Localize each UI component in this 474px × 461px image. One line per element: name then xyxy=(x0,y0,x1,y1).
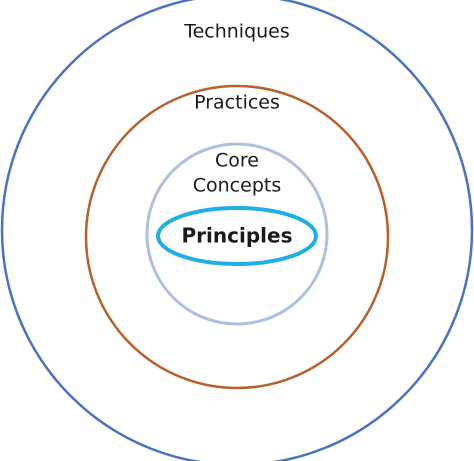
techniques-label: Techniques xyxy=(183,21,290,43)
principles-label: Principles xyxy=(182,224,293,248)
core-concepts-label-line-2: Concepts xyxy=(193,175,281,197)
practices-ring xyxy=(84,84,390,390)
core-concepts-label-line-1: Core xyxy=(215,150,259,172)
core-concepts-ring xyxy=(145,142,329,326)
practices-label: Practices xyxy=(194,92,280,114)
principles-ellipse xyxy=(156,206,318,266)
